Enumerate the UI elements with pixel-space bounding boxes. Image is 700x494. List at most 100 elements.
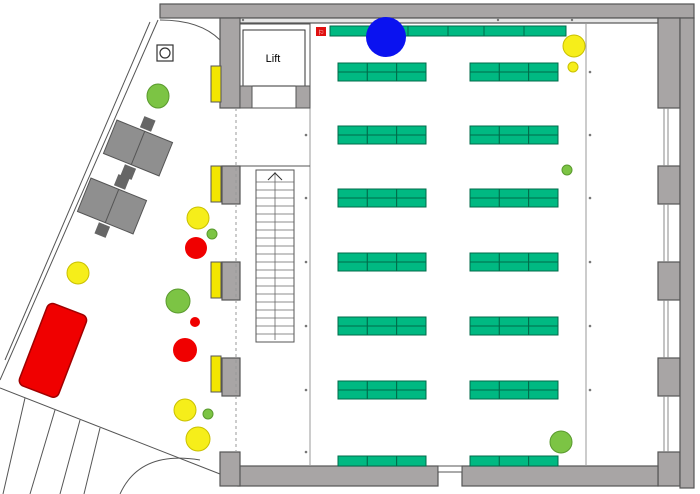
desk — [366, 455, 398, 467]
desk — [337, 252, 368, 263]
desk — [469, 252, 500, 263]
desk-cluster — [337, 252, 427, 272]
desk — [528, 252, 559, 263]
desk — [469, 188, 500, 199]
bottom-wall-left — [237, 465, 439, 487]
desk-cluster — [337, 125, 427, 145]
desk — [337, 134, 368, 145]
red-marker — [185, 237, 207, 259]
desk — [396, 188, 427, 199]
top-wall — [159, 3, 695, 19]
desk — [498, 316, 530, 327]
desk — [337, 125, 368, 136]
desk — [498, 134, 530, 145]
desk — [396, 455, 427, 467]
green-marker — [202, 408, 214, 420]
desk — [366, 62, 398, 73]
desk — [337, 62, 368, 73]
desk-cluster — [469, 62, 559, 82]
desk — [498, 380, 530, 391]
desk — [498, 325, 530, 336]
green-marker — [561, 164, 573, 176]
markers — [66, 17, 586, 454]
desk — [498, 252, 530, 263]
break-table-2 — [76, 174, 148, 238]
desk — [528, 62, 559, 73]
desk — [528, 389, 559, 400]
right-pillar-top — [657, 17, 681, 109]
svg-text:⚐: ⚐ — [318, 29, 324, 37]
desk — [469, 261, 500, 272]
desk-cluster — [469, 252, 559, 272]
lift-label: Lift — [266, 53, 281, 65]
desk — [396, 380, 427, 391]
green-marker — [206, 228, 218, 240]
red-sofa — [18, 302, 88, 398]
desk — [337, 325, 368, 336]
desk-cluster — [337, 455, 427, 467]
yellow-marker — [66, 261, 90, 285]
desk — [337, 316, 368, 327]
desk — [337, 71, 368, 82]
desk — [528, 125, 559, 136]
yellow-marker — [173, 398, 197, 422]
desk — [498, 188, 530, 199]
desk-cluster — [337, 188, 427, 208]
desk — [498, 261, 530, 272]
desk — [337, 389, 368, 400]
desk — [469, 389, 500, 400]
desk — [469, 62, 500, 73]
desk — [528, 316, 559, 327]
walls — [159, 3, 695, 489]
red-marker — [173, 338, 197, 362]
desk-cluster — [469, 125, 559, 145]
desk — [469, 380, 500, 391]
desk — [469, 316, 500, 327]
desk-cluster — [469, 455, 559, 467]
green-marker — [146, 83, 170, 109]
desk — [498, 455, 530, 467]
desk — [469, 125, 500, 136]
desk — [366, 134, 398, 145]
left-pillar-top — [219, 17, 241, 109]
arrow-up-icon — [267, 172, 283, 181]
right-windows — [663, 108, 669, 452]
desk — [528, 261, 559, 272]
green-marker — [549, 430, 573, 454]
desk — [396, 71, 427, 82]
desk — [396, 125, 427, 136]
desk — [469, 325, 500, 336]
desk — [498, 62, 530, 73]
desk-cluster — [469, 380, 559, 400]
desk — [366, 261, 398, 272]
break-table-1 — [102, 116, 174, 180]
left-pillar-2 — [221, 165, 241, 205]
elevator-symbol-icon — [156, 44, 174, 62]
desk-top-row — [329, 25, 567, 37]
desk — [366, 316, 398, 327]
desk — [366, 380, 398, 391]
desk — [396, 325, 427, 336]
desk — [528, 134, 559, 145]
desk — [469, 455, 500, 467]
red-marker — [190, 317, 200, 327]
desk — [396, 252, 427, 263]
desk — [396, 62, 427, 73]
staircase — [240, 165, 310, 343]
wall-dots — [241, 18, 592, 454]
desk — [337, 261, 368, 272]
desk — [498, 197, 530, 208]
top-inner-wall — [237, 17, 659, 24]
fire-extinguisher-sign-icon: ⚐ — [316, 27, 326, 37]
yellow-marker — [186, 206, 210, 230]
pillar-accents — [210, 65, 222, 393]
desk — [469, 134, 500, 145]
left-pillar-bottom — [219, 451, 241, 487]
desk — [498, 389, 530, 400]
desk-cluster — [337, 316, 427, 336]
desk-cluster — [469, 316, 559, 336]
lift: Lift — [239, 23, 311, 109]
desk — [337, 197, 368, 208]
desk — [498, 125, 530, 136]
